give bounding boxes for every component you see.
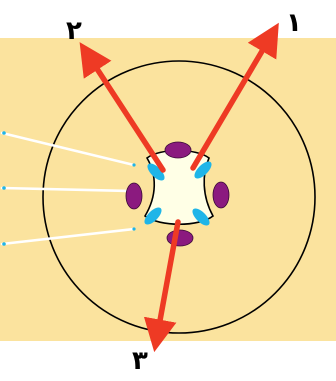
- arrow-2-label: ۲: [66, 18, 82, 44]
- purple-body-left: [126, 183, 142, 209]
- purple-body-top: [165, 142, 191, 158]
- arrow-3-label: ۳: [132, 348, 148, 374]
- purple-body-bottom: [167, 230, 193, 246]
- arrow-1-label: ۱: [286, 10, 302, 36]
- purple-body-right: [213, 182, 229, 208]
